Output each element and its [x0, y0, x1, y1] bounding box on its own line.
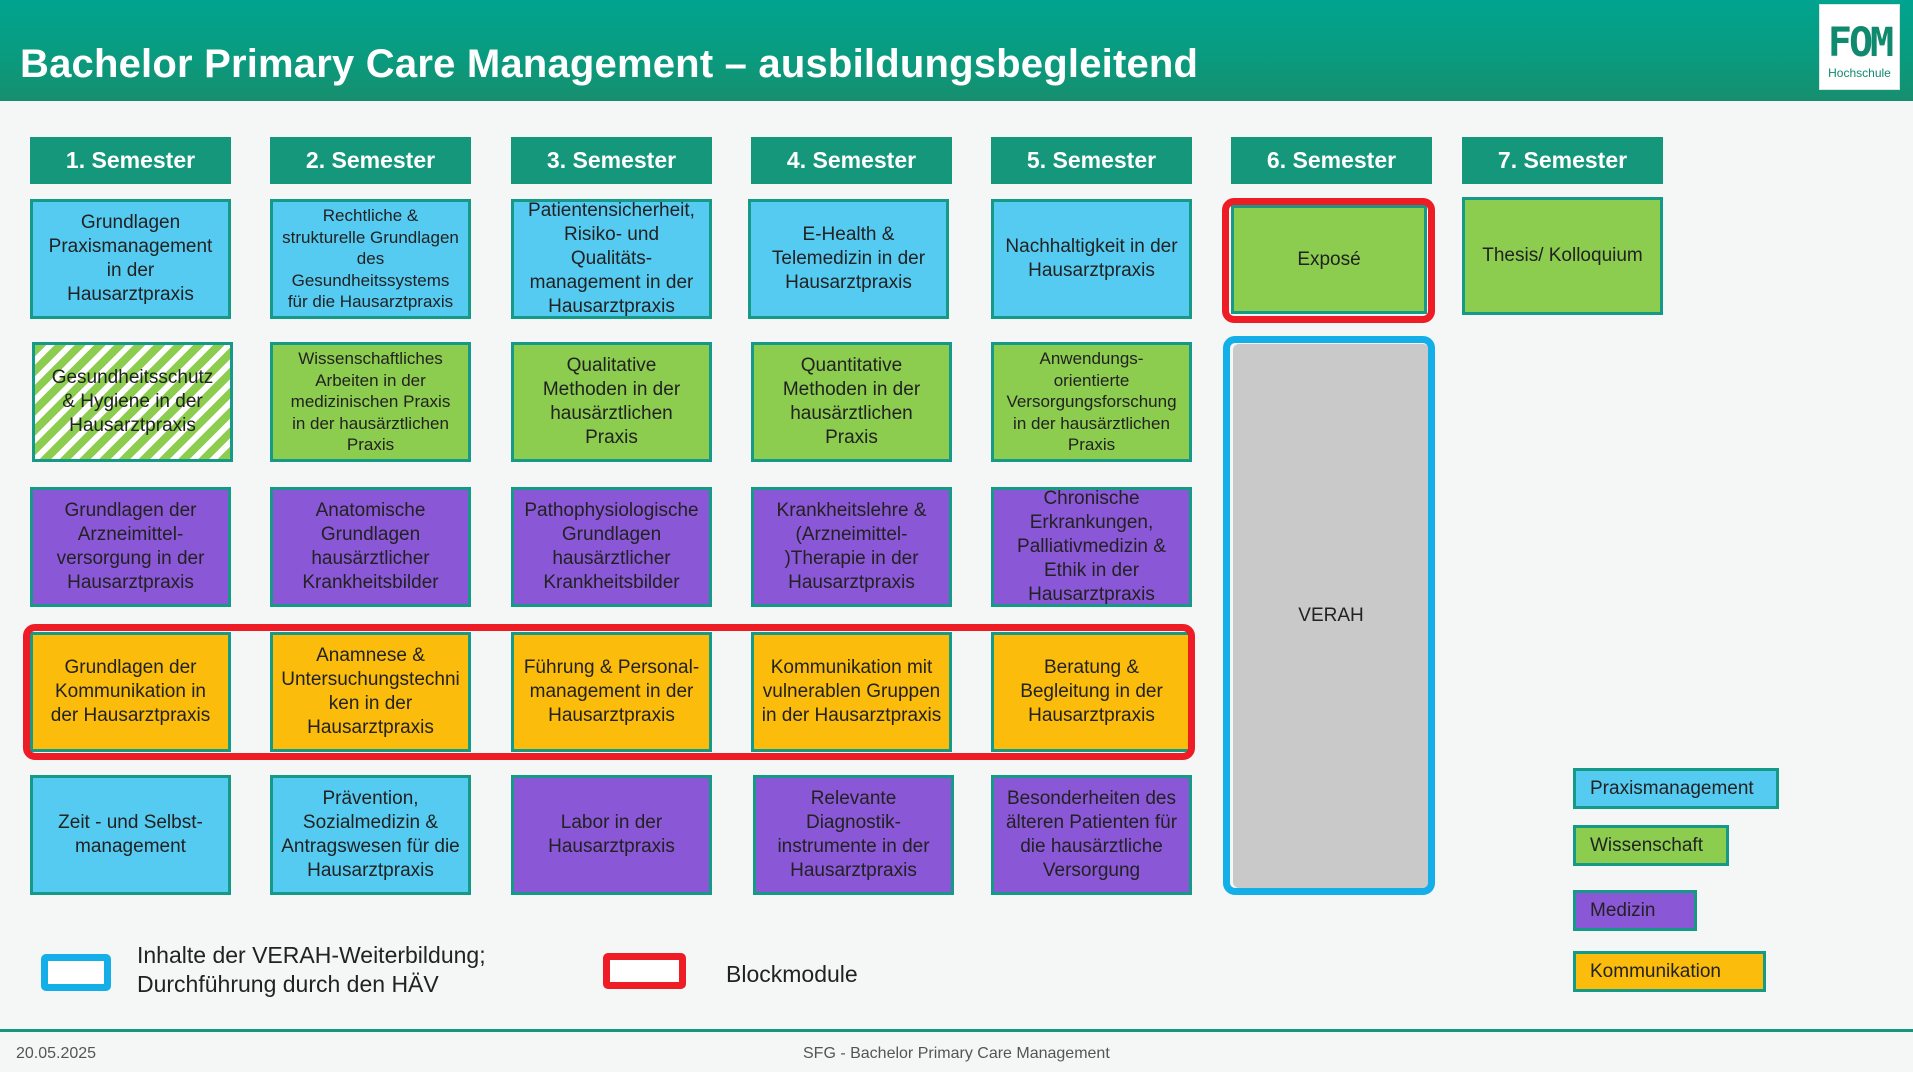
expose-blockmodule-frame	[1222, 198, 1435, 323]
legend-kommunikation: Kommunikation	[1573, 951, 1766, 992]
footer-date: 20.05.2025	[16, 1045, 97, 1062]
legend-blockmodule-swatch	[603, 953, 686, 989]
legend-verah-note: Inhalte der VERAH-Weiterbildung; Durchfü…	[137, 942, 486, 997]
header-bar: Bachelor Primary Care Management – ausbi…	[0, 0, 1913, 101]
semester-header-6: 6. Semester	[1231, 137, 1432, 184]
verah-frame	[1223, 336, 1435, 895]
footer-title: SFG - Bachelor Primary Care Management	[803, 1045, 1110, 1062]
module-praevention-sozialmedizin: Prävention,Sozialmedizin &Antragswesen f…	[270, 775, 471, 895]
logo-text: FOM	[1827, 20, 1894, 66]
semester-header-7: 7. Semester	[1462, 137, 1663, 184]
fom-logo: FOM Hochschule	[1819, 4, 1900, 90]
module-thesis-kolloquium: Thesis/ Kolloquium	[1462, 197, 1663, 315]
page-title: Bachelor Primary Care Management – ausbi…	[20, 42, 1199, 86]
semester-header-1: 1. Semester	[30, 137, 231, 184]
legend-blockmodule-note: Blockmodule	[726, 961, 858, 987]
module-verah: VERAH	[1233, 344, 1429, 888]
module-zeit-selbstmanagement: Zeit - und Selbst-management	[30, 775, 231, 895]
semester-header-3: 3. Semester	[511, 137, 712, 184]
logo-subtitle: Hochschule	[1828, 66, 1891, 80]
legend-verah-swatch	[41, 954, 111, 991]
footer-divider	[0, 1029, 1913, 1032]
semester-header-4: 4. Semester	[751, 137, 952, 184]
module-krankheitslehre: Krankheitslehre &(Arzneimittel-)Therapie…	[751, 487, 952, 607]
semester-header-5: 5. Semester	[991, 137, 1192, 184]
semester-header-2: 2. Semester	[270, 137, 471, 184]
module-expose: Exposé	[1231, 205, 1427, 314]
legend-medizin: Medizin	[1573, 890, 1697, 931]
blockmodule-frame	[23, 624, 1195, 760]
legend-wissenschaft: Wissenschaft	[1573, 825, 1729, 866]
legend-praxismanagement: Praxismanagement	[1573, 768, 1779, 809]
